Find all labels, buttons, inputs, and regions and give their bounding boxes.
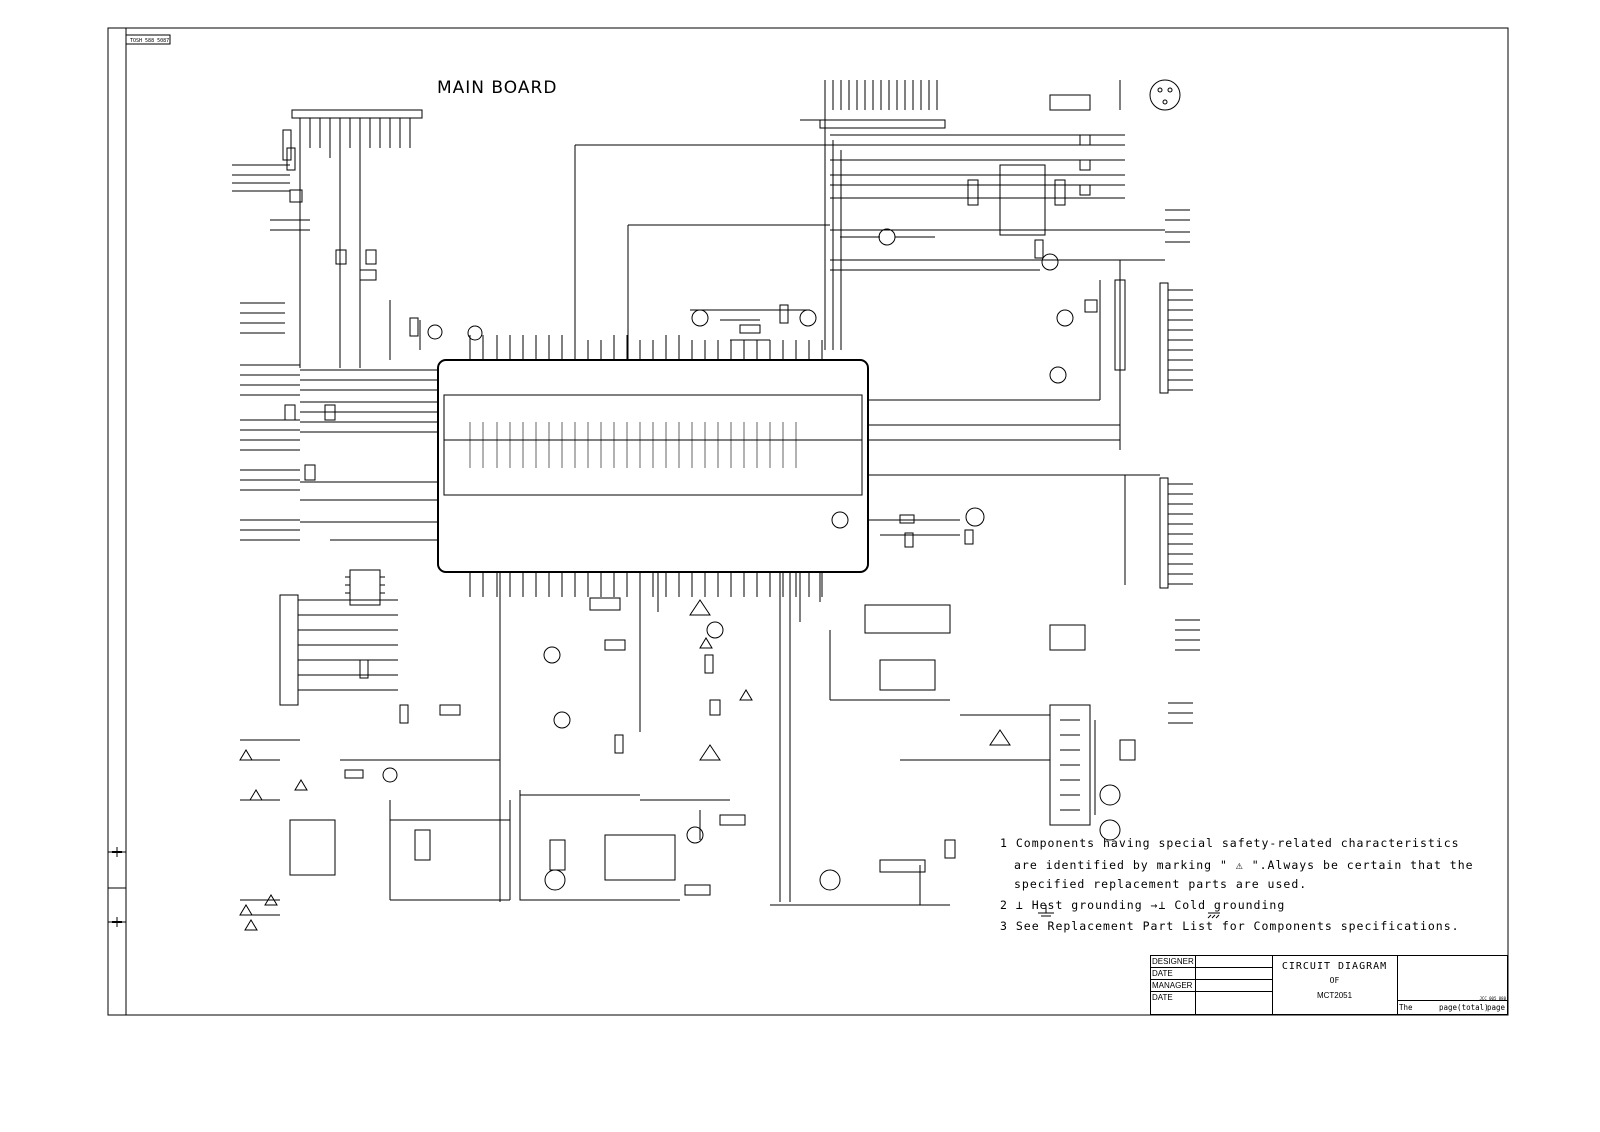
title-block: DESIGNER DATE MANAGER DATE CIRCUIT DIAGR… — [1150, 955, 1508, 1015]
warning-symbols — [239, 637, 753, 931]
note-line-5: 3 See Replacement Part List for Componen… — [1000, 919, 1460, 933]
manager-label: MANAGER — [1151, 980, 1195, 992]
model-number: MCT2051 — [1316, 991, 1353, 1000]
page-total: page(total) — [1439, 1003, 1489, 1012]
page-info: The page(total) page — [1397, 1000, 1508, 1014]
page-the: The — [1399, 1003, 1413, 1012]
designer-label: DESIGNER — [1151, 957, 1195, 968]
date-label-2: DATE — [1152, 993, 1173, 1002]
top-right-connector — [800, 79, 1181, 350]
margin-strip — [107, 27, 127, 1016]
circuit-diagram-label: CIRCUIT DIAGRAM — [1281, 961, 1388, 972]
right-wiring — [830, 229, 1165, 476]
sheet-tag: TOSH 588 5087 — [130, 38, 170, 44]
date-label: DATE — [1151, 968, 1195, 980]
lower-right-circuit — [770, 572, 1136, 906]
note-line-4: 2 ⊥ Hest grounding →⊥ Cold grounding — [1000, 898, 1286, 912]
lower-left-circuit — [240, 569, 511, 916]
left-connectors — [240, 302, 336, 541]
title-block-page: JCC 005 880 The page(total) page — [1397, 956, 1508, 1014]
title-block-title: CIRCUIT DIAGRAM OF MCT2051 — [1272, 956, 1398, 1014]
note-line-2: are identified by marking " ⚠ ".Always b… — [1014, 858, 1474, 872]
signature-fields — [1195, 956, 1273, 1014]
of-label: OF — [1329, 976, 1340, 985]
ic-bottom-pins — [469, 572, 823, 597]
top-left-connector — [232, 109, 483, 368]
drawing-title: MAIN BOARD — [437, 78, 558, 98]
ic-right-stage — [831, 507, 985, 548]
tag-box — [125, 34, 171, 45]
ic-left-wiring — [300, 369, 438, 541]
drawing-code: JCC 005 880 — [1479, 996, 1507, 1001]
note-line-1: 1 Components having special safety-relat… — [1000, 836, 1460, 850]
title-block-labels: DESIGNER DATE MANAGER DATE — [1151, 956, 1196, 1014]
far-right-connectors — [1124, 209, 1200, 724]
center-top-circuit — [574, 144, 935, 360]
middle-lower-circuit — [499, 572, 746, 902]
note-line-3: specified replacement parts are used. — [1014, 877, 1308, 891]
ic-top-pins — [469, 250, 823, 360]
page-label: page — [1486, 1003, 1505, 1012]
